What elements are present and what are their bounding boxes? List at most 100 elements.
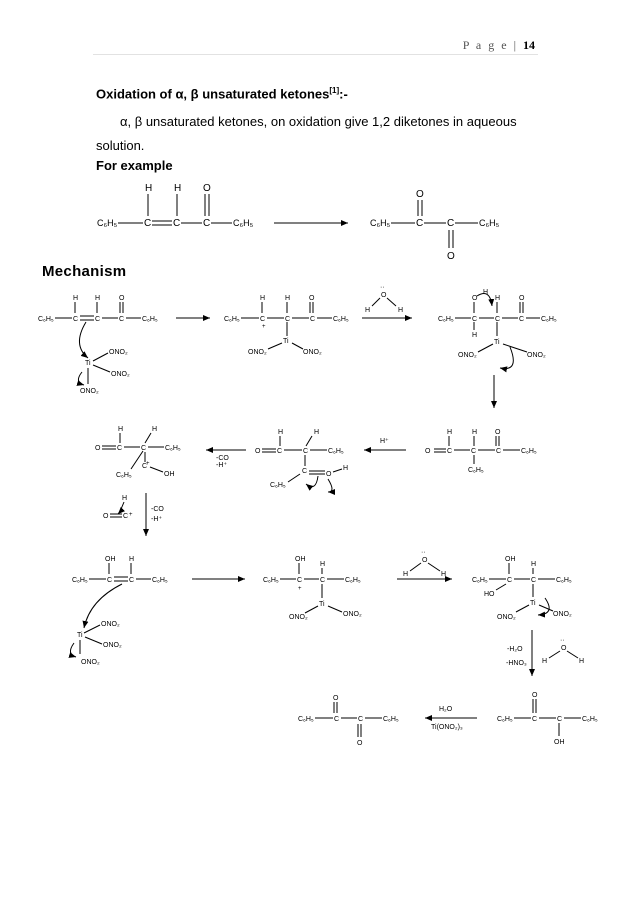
svg-text:C₆H₅: C₆H₅ (370, 218, 391, 228)
page-number: 14 (523, 38, 535, 52)
svg-text:C: C (123, 513, 128, 520)
mechanism-step-8: C₆H₅ C + C C₆H₅ OH H Ti ONO₂ ONO₂ (263, 556, 362, 621)
body-text-line-2: solution. (96, 138, 145, 153)
svg-text:C₆H₅: C₆H₅ (38, 316, 54, 323)
svg-text:H: H (129, 556, 134, 563)
svg-text:O: O (333, 695, 339, 702)
svg-text:C₆H₅: C₆H₅ (328, 448, 344, 455)
svg-text:H: H (285, 295, 290, 302)
svg-text:C₆H₅: C₆H₅ (233, 218, 254, 228)
svg-text:OH: OH (164, 471, 175, 478)
svg-text:C: C (277, 448, 282, 455)
svg-text:C: C (129, 577, 134, 584)
example-reactant: C₆H₅ C C C C₆H₅ H H O (97, 183, 254, 229)
svg-text:+: + (129, 512, 133, 518)
svg-text:C: C (531, 577, 536, 584)
svg-text:+: + (146, 461, 150, 467)
svg-text:C₆H₅: C₆H₅ (152, 577, 168, 584)
svg-text:H: H (495, 295, 500, 302)
svg-text:O: O (309, 295, 315, 302)
svg-text:H: H (73, 295, 78, 302)
svg-text:H: H (314, 429, 319, 436)
svg-text:C: C (107, 577, 112, 584)
mechanism-step-7: C₆H₅ C C C₆H₅ OH H Ti ONO₂ ONO₂ ONO₂ (68, 556, 168, 666)
svg-text:ONO₂: ONO₂ (458, 352, 477, 359)
svg-text:OH: OH (105, 556, 116, 563)
svg-text:O: O (472, 295, 478, 302)
svg-text:+: + (298, 586, 302, 592)
svg-text:H: H (483, 289, 488, 296)
svg-text:C: C (303, 448, 308, 455)
svg-text:C: C (142, 463, 147, 470)
svg-text:O: O (447, 251, 455, 262)
mechanism-step-10: C₆H₅ C C C₆H₅ O OH (497, 692, 598, 746)
svg-text:C₆H₅: C₆H₅ (72, 577, 88, 584)
svg-text:O: O (119, 295, 125, 302)
svg-text:ONO₂: ONO₂ (553, 611, 572, 618)
svg-text:C₆H₅: C₆H₅ (438, 316, 454, 323)
svg-text:C₆H₅: C₆H₅ (521, 448, 537, 455)
svg-text:O: O (425, 448, 431, 455)
svg-text:ONO₂: ONO₂ (289, 614, 308, 621)
svg-text:ONO₂: ONO₂ (527, 352, 546, 359)
reagent-minus-h2o: -H₂O (507, 646, 523, 653)
svg-text:OH: OH (505, 556, 516, 563)
example-product: C₆H₅ C C C₆H₅ O O (370, 189, 500, 262)
svg-text:C: C (334, 716, 339, 723)
svg-text:ONO₂: ONO₂ (497, 614, 516, 621)
svg-text:O: O (103, 513, 109, 520)
svg-text:C₆H₅: C₆H₅ (497, 716, 513, 723)
svg-text:C₆H₅: C₆H₅ (383, 716, 399, 723)
svg-text:C: C (141, 445, 146, 452)
svg-text:O: O (255, 448, 261, 455)
svg-text:Ti: Ti (494, 339, 500, 346)
mechanism-step-3: C₆H₅ C C C C₆H₅ O H H O H Ti ONO₂ ONO₂ (438, 289, 557, 373)
svg-text:··: ·· (560, 637, 565, 644)
svg-text:C₆H₅: C₆H₅ (142, 316, 158, 323)
heading-reference: [1] (329, 86, 340, 95)
svg-text:O: O (532, 692, 538, 699)
svg-text:H: H (447, 429, 452, 436)
water-molecule-1: ·· O H H (365, 284, 403, 314)
svg-text:C: C (447, 218, 454, 229)
svg-text:H: H (398, 307, 403, 314)
svg-text:ONO₂: ONO₂ (80, 388, 99, 395)
svg-text:··: ·· (380, 284, 385, 291)
svg-text:H: H (472, 429, 477, 436)
svg-text:C₆H₅: C₆H₅ (298, 716, 314, 723)
svg-text:C₆H₅: C₆H₅ (582, 716, 598, 723)
reagent-h2o: H₂O (439, 706, 453, 713)
reagent-minus-hno3: -HNO₃ (506, 660, 527, 667)
svg-text:C: C (358, 716, 363, 723)
header-divider (93, 54, 538, 55)
svg-text:O: O (326, 471, 332, 478)
svg-text:C₆H₅: C₆H₅ (468, 467, 484, 474)
mechanism-step-1: C₆H₅ C C C C₆H₅ H H O Ti ONO₂ ONO₂ ONO₂ (38, 295, 158, 395)
svg-text:ONO₂: ONO₂ (103, 642, 122, 649)
reagent-h-plus: H⁺ (380, 438, 389, 445)
svg-text:O: O (357, 740, 363, 747)
svg-text:C: C (472, 316, 477, 323)
reagent-minus-co: -CO (216, 455, 229, 462)
svg-text:Ti: Ti (85, 360, 91, 367)
svg-text:H: H (531, 561, 536, 568)
svg-text:C: C (73, 316, 78, 323)
water-molecule-3: ·· O H H (542, 637, 584, 665)
svg-text:C: C (532, 716, 537, 723)
svg-text:H: H (118, 426, 123, 433)
svg-text:C: C (297, 577, 302, 584)
svg-text:H: H (441, 571, 446, 578)
svg-text:C: C (447, 448, 452, 455)
svg-text:C: C (119, 316, 124, 323)
example-label: For example (96, 158, 173, 173)
svg-text:C₆H₅: C₆H₅ (556, 577, 572, 584)
svg-text:··: ·· (421, 549, 426, 556)
svg-text:C: C (495, 316, 500, 323)
section-heading: Oxidation of α, β unsaturated ketones[1]… (96, 86, 348, 101)
svg-text:H: H (122, 495, 127, 502)
acylium-fragment: H O C + (103, 495, 133, 520)
svg-text:ONO₂: ONO₂ (111, 371, 130, 378)
svg-text:O: O (381, 292, 387, 299)
svg-text:H: H (145, 183, 152, 194)
svg-text:C: C (95, 316, 100, 323)
